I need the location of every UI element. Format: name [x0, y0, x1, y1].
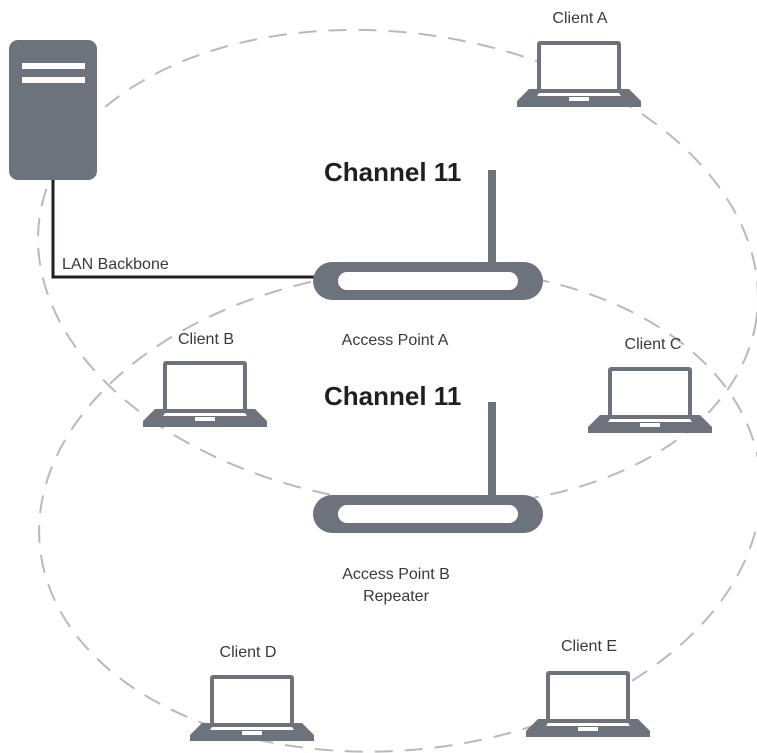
- laptop-icon: [517, 41, 641, 107]
- client-a-label: Client A: [552, 10, 608, 27]
- laptop-icon: [526, 671, 650, 737]
- access-point-a-label: Access Point A: [341, 332, 449, 349]
- client-e-label: Client E: [560, 638, 618, 655]
- server-tower-icon: [9, 40, 97, 180]
- repeater-label: Repeater: [363, 588, 429, 605]
- wireless-router-icon: [313, 402, 543, 533]
- channel-label-top: Channel 11: [324, 157, 462, 187]
- access-point-b-label: Access Point B: [342, 566, 450, 583]
- wireless-router-icon: [313, 170, 543, 300]
- laptop-icon: [588, 367, 712, 433]
- lan-backbone-label: LAN Backbone: [62, 256, 169, 273]
- laptop-icon: [190, 675, 314, 741]
- laptop-icon: [143, 361, 267, 427]
- coverage-area-access-point-b: [38, 267, 757, 753]
- client-b-label: Client B: [177, 331, 235, 348]
- lan-backbone-cable: [51, 180, 322, 279]
- client-c-label: Client C: [624, 336, 682, 353]
- client-d-label: Client D: [219, 644, 277, 661]
- channel-label-bottom: Channel 11: [324, 381, 462, 411]
- coverage-area-access-point-a: [37, 28, 757, 508]
